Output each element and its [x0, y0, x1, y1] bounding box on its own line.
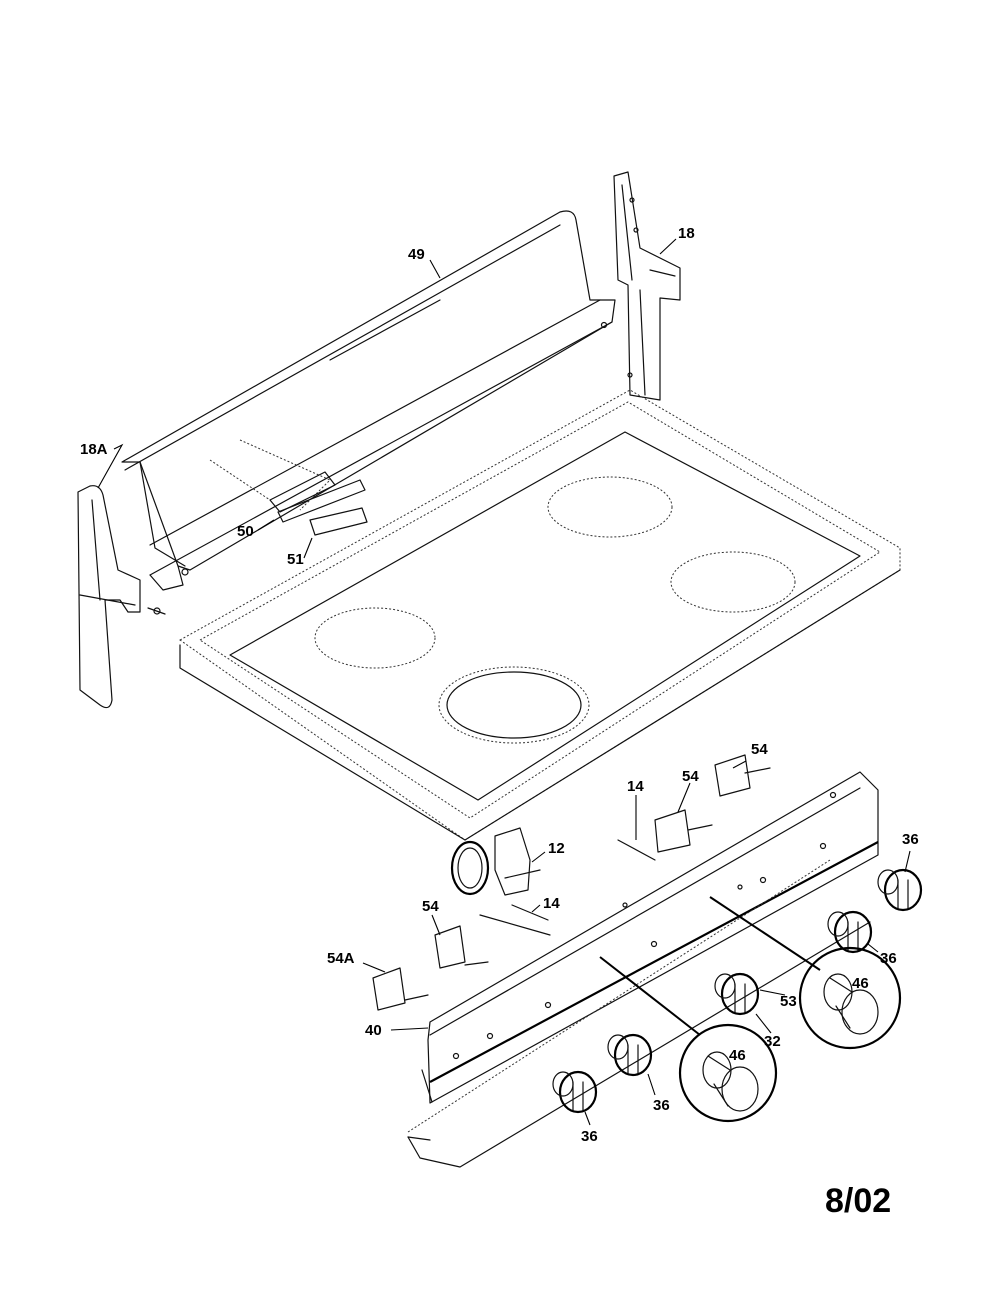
detail-circle-left [678, 1023, 778, 1123]
knob-right-mid [827, 910, 873, 954]
callout-54a: 54A [327, 950, 355, 967]
callout-54-left: 54 [422, 898, 439, 915]
detail-circle-right [798, 946, 902, 1050]
cooktop [179, 389, 901, 841]
callout-46-right: 46 [852, 975, 869, 992]
callout-46-left: 46 [729, 1047, 746, 1064]
callout-36-bottom: 36 [581, 1128, 598, 1145]
callout-50: 50 [237, 523, 254, 540]
callout-12: 12 [548, 840, 565, 857]
leader-lines [97, 238, 911, 1126]
side-trim-left [77, 485, 166, 709]
callout-51: 51 [287, 551, 304, 568]
knob-center-left [607, 1033, 653, 1077]
callout-36-center: 36 [653, 1097, 670, 1114]
callout-14-mid: 14 [543, 895, 560, 912]
backguard-panel [121, 210, 616, 591]
knob-left [552, 1070, 598, 1114]
indicator-light-and-switch [450, 827, 656, 936]
burner-rear-right [547, 476, 673, 538]
control-knobs [552, 868, 923, 1114]
callout-36-right-top: 36 [902, 831, 919, 848]
callout-18a: 18A [80, 441, 108, 458]
burner-front-right [670, 551, 796, 613]
date-code: 8/02 [825, 1182, 891, 1220]
callout-32: 32 [764, 1033, 781, 1050]
callout-54-top: 54 [751, 741, 768, 758]
callout-53: 53 [780, 993, 797, 1010]
callout-14-top: 14 [627, 778, 644, 795]
control-panel [407, 771, 879, 1168]
callout-18: 18 [678, 225, 695, 242]
infinite-switches [372, 754, 771, 1011]
knob-right-top [877, 868, 923, 912]
callout-36-right-mid: 36 [880, 950, 897, 967]
side-trim-right [613, 171, 681, 401]
knob-center-right [714, 972, 760, 1016]
callout-labels: 49 18 18A 50 51 54 54 14 12 14 54 54A 40… [80, 225, 919, 1145]
callout-54-mid: 54 [682, 768, 699, 785]
burner-front-left [438, 666, 590, 744]
callout-40: 40 [365, 1022, 382, 1039]
burner-rear-left [314, 607, 436, 669]
callout-49: 49 [408, 246, 425, 263]
